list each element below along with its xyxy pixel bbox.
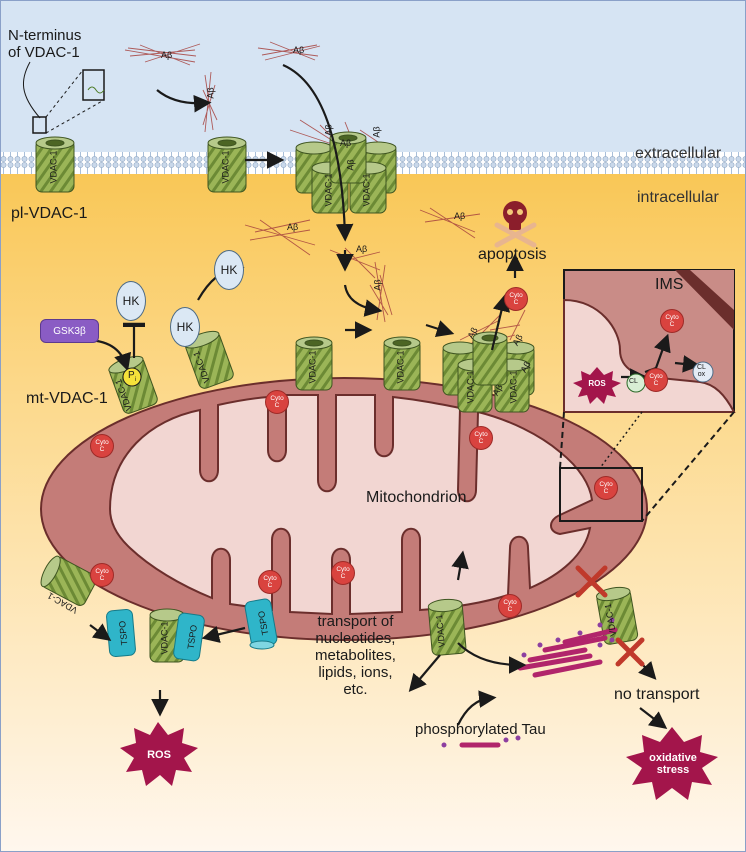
cyto-c: Cyto C: [258, 570, 282, 594]
extracellular-background: [0, 0, 746, 152]
extracellular-label: extracellular: [635, 145, 722, 162]
mt-vdac-label: mt-VDAC-1: [26, 390, 108, 407]
vdac-label-pl2: VDAC-1: [220, 150, 231, 184]
vdac-label-mt3: VDAC-1: [307, 350, 318, 384]
abeta-3: Aβ: [205, 87, 216, 99]
skull-icon: [494, 201, 537, 248]
cyto-c-ims: Cyto C: [644, 368, 668, 392]
tau-fibrils: [441, 617, 618, 748]
no-transport-label: no transport: [614, 686, 700, 703]
oxidative-stress-label: oxidative stress: [649, 752, 697, 776]
cyto-c: Cyto C: [594, 476, 618, 500]
ros-star: [120, 722, 198, 786]
ims-ros-star: [573, 367, 621, 404]
cyto-c: Cyto C: [265, 390, 289, 414]
cyto-c-text: Cyto C: [263, 575, 277, 589]
abeta-1: Aβ: [161, 50, 173, 60]
abeta-4: Aβ: [340, 138, 352, 148]
cyto-c: Cyto C: [331, 561, 355, 585]
abeta-6: Aβ: [371, 126, 382, 138]
vdac-label-mt5: VDAC-1: [465, 370, 476, 404]
mitochondrion: [40, 377, 648, 641]
cyto-c-text: Cyto C: [95, 439, 109, 453]
pl-vdac-label: pl-VDAC-1: [11, 205, 88, 222]
vdac-label-mt4: VDAC-1: [395, 350, 406, 384]
cyto-c-text: Cyto C: [95, 568, 109, 582]
vdac-label-olig1: VDAC-1: [323, 173, 334, 207]
tspo-channels: [106, 598, 278, 662]
phosphate-sub: i: [134, 377, 137, 383]
cl-label: CL: [629, 378, 638, 385]
phosphate-p: P: [128, 370, 135, 381]
cyto-c-text: Cyto C: [270, 395, 284, 409]
hk-released: HK: [214, 250, 244, 290]
cyto-c-text: Cyto C: [599, 481, 613, 495]
phosphorylated-tau-label: phosphorylated Tau: [415, 721, 546, 738]
gsk3b-box: GSK3β: [40, 319, 99, 343]
cyto-c-text: Cyto C: [649, 373, 663, 387]
cyto-c-text: Cyto C: [509, 292, 523, 306]
ims-ros-label: ROS: [588, 379, 606, 388]
cyto-c-text: Cyto C: [336, 566, 350, 580]
oxidative-stress-star: [626, 727, 718, 800]
abeta-9: Aβ: [454, 211, 466, 221]
vdac-label-pl1: VDAC-1: [48, 150, 59, 184]
cyto-c: Cyto C: [90, 563, 114, 587]
cyto-c: Cyto C: [469, 426, 493, 450]
abeta-10: Aβ: [356, 244, 368, 254]
cyto-c-text: Cyto C: [474, 431, 488, 445]
blocked-x: [575, 565, 645, 667]
vdac-label-mt6: VDAC-1: [508, 370, 519, 404]
vdac-label-olig2: VDAC-1: [361, 173, 372, 207]
cl-ox-label: CL ox: [697, 364, 706, 378]
ims-label: IMS: [655, 276, 684, 293]
cyto-c-text: Cyto C: [503, 599, 517, 613]
hk-bound: HK: [170, 307, 200, 347]
cyto-c-ims: Cyto C: [660, 309, 684, 333]
tspo-label-1: TSPO: [117, 620, 130, 646]
cyto-c: Cyto C: [90, 434, 114, 458]
ros-label: ROS: [147, 749, 171, 761]
mitochondrion-label: Mitochondrion: [366, 489, 467, 506]
cyto-c-released: Cyto C: [504, 287, 528, 311]
intracellular-label: intracellular: [637, 189, 719, 206]
transport-label: transport of nucleotides, metabolites, l…: [315, 613, 396, 698]
n-terminus-label: N-terminus of VDAC-1: [8, 27, 82, 61]
abeta-8: Aβ: [287, 222, 299, 232]
abeta-5: Aβ: [323, 124, 334, 136]
cyto-c: Cyto C: [498, 594, 522, 618]
abeta-7: Aβ: [345, 159, 356, 171]
cyto-c-text: Cyto C: [665, 314, 679, 328]
abeta-2: Aβ: [293, 45, 305, 55]
apoptosis-label: apoptosis: [478, 246, 547, 263]
abeta-11: Aβ: [372, 279, 383, 291]
phosphate-label: Pi: [128, 370, 136, 383]
vdac-channels: [35, 131, 639, 663]
n-terminus-zoom: [22, 61, 105, 134]
hk-upper: HK: [116, 281, 146, 321]
vdac-label-b2: VDAC-1: [159, 621, 170, 655]
